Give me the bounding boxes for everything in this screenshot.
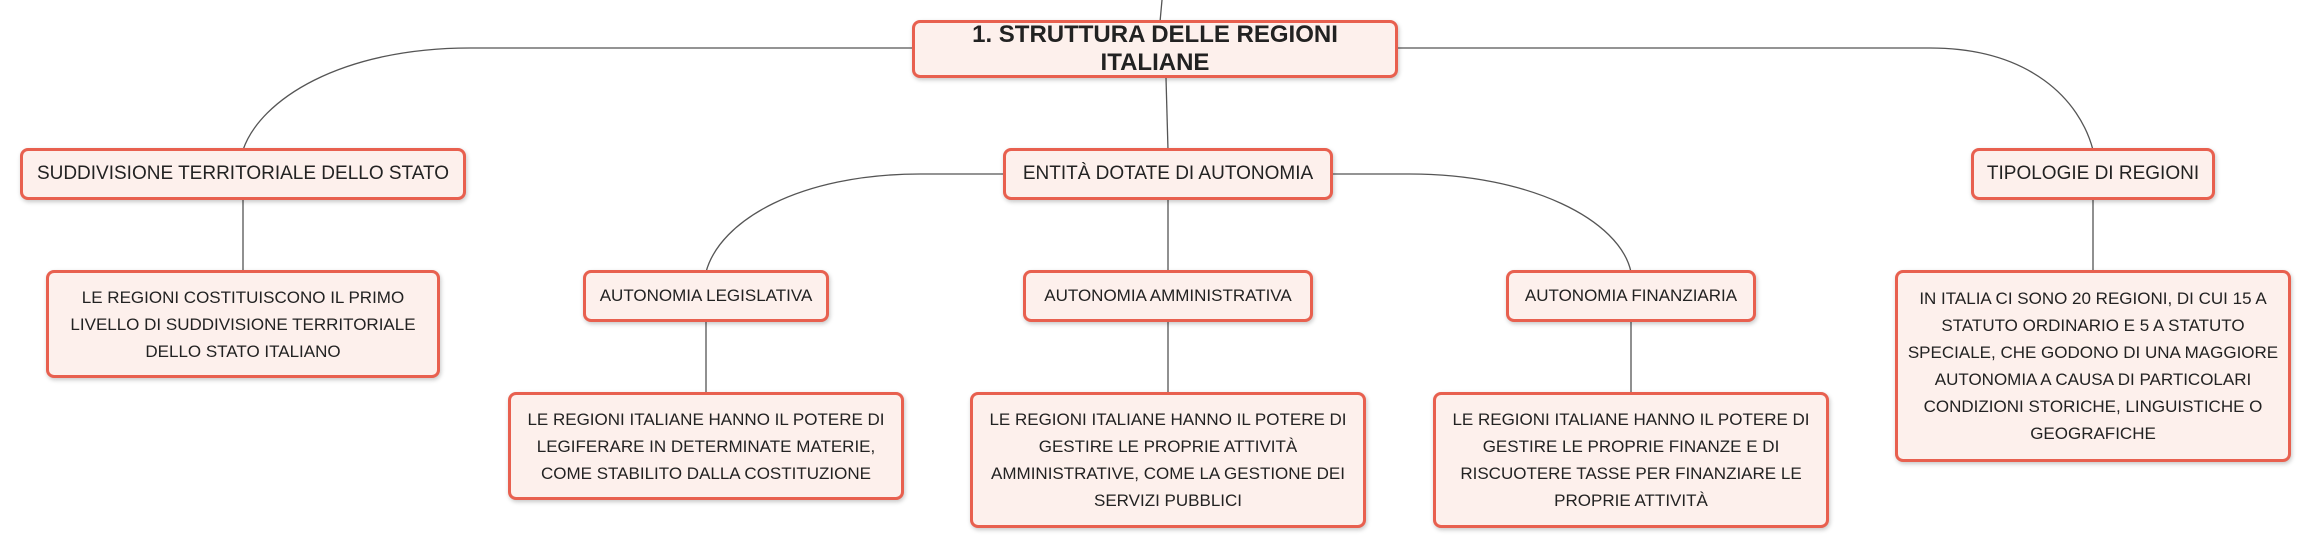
root-topic[interactable]: 1. STRUTTURA DELLE REGIONI ITALIANE — [912, 20, 1398, 78]
subtopic-amministrativa[interactable]: AUTONOMIA AMMINISTRATIVA — [1023, 270, 1313, 322]
detail-amministrativa[interactable]: LE REGIONI ITALIANE HANNO IL POTERE DI G… — [970, 392, 1366, 528]
subtopic-finanziaria-label: AUTONOMIA FINANZIARIA — [1524, 286, 1738, 305]
topic-suddivisione-label: SUDDIVISIONE TERRITORIALE DELLO STATO — [36, 163, 450, 184]
subtopic-finanziaria[interactable]: AUTONOMIA FINANZIARIA — [1506, 270, 1756, 322]
connector-root-suddivisione — [242, 47, 912, 151]
detail-suddivisione[interactable]: LE REGIONI COSTITUISCONO IL PRIMO LIVELL… — [46, 270, 440, 378]
root-topic-label: 1. STRUTTURA DELLE REGIONI ITALIANE — [972, 21, 1338, 76]
connector-parent-root — [1159, 0, 1163, 23]
topic-tipologie-label: TIPOLOGIE DI REGIONI — [1986, 163, 2200, 184]
detail-amministrativa-text: LE REGIONI ITALIANE HANNO IL POTERE DI G… — [989, 410, 1347, 510]
detail-tipologie-text: IN ITALIA CI SONO 20 REGIONI, DI CUI 15 … — [1907, 289, 2279, 443]
detail-finanziaria-text: LE REGIONI ITALIANE HANNO IL POTERE DI G… — [1452, 410, 1810, 510]
detail-suddivisione-text: LE REGIONI COSTITUISCONO IL PRIMO LIVELL… — [70, 287, 416, 361]
subtopic-amministrativa-label: AUTONOMIA AMMINISTRATIVA — [1044, 286, 1292, 305]
detail-tipologie[interactable]: IN ITALIA CI SONO 20 REGIONI, DI CUI 15 … — [1895, 270, 2291, 462]
connector-root-autonomia — [1165, 77, 1169, 151]
detail-finanziaria[interactable]: LE REGIONI ITALIANE HANNO IL POTERE DI G… — [1433, 392, 1829, 528]
detail-legislativa-text: LE REGIONI ITALIANE HANNO IL POTERE DI L… — [527, 409, 885, 483]
connector-autonomia-legislativa — [705, 173, 1003, 273]
detail-legislativa[interactable]: LE REGIONI ITALIANE HANNO IL POTERE DI L… — [508, 392, 904, 500]
topic-suddivisione[interactable]: SUDDIVISIONE TERRITORIALE DELLO STATO — [20, 148, 466, 200]
subtopic-legislativa[interactable]: AUTONOMIA LEGISLATIVA — [583, 270, 829, 322]
topic-tipologie[interactable]: TIPOLOGIE DI REGIONI — [1971, 148, 2215, 200]
topic-autonomia-label: ENTITÀ DOTATE DI AUTONOMIA — [1022, 163, 1314, 184]
subtopic-legislativa-label: AUTONOMIA LEGISLATIVA — [599, 286, 813, 305]
topic-autonomia[interactable]: ENTITÀ DOTATE DI AUTONOMIA — [1003, 148, 1333, 200]
connector-autonomia-finanziaria — [1333, 173, 1632, 273]
connector-root-tipologie — [1398, 47, 2094, 151]
